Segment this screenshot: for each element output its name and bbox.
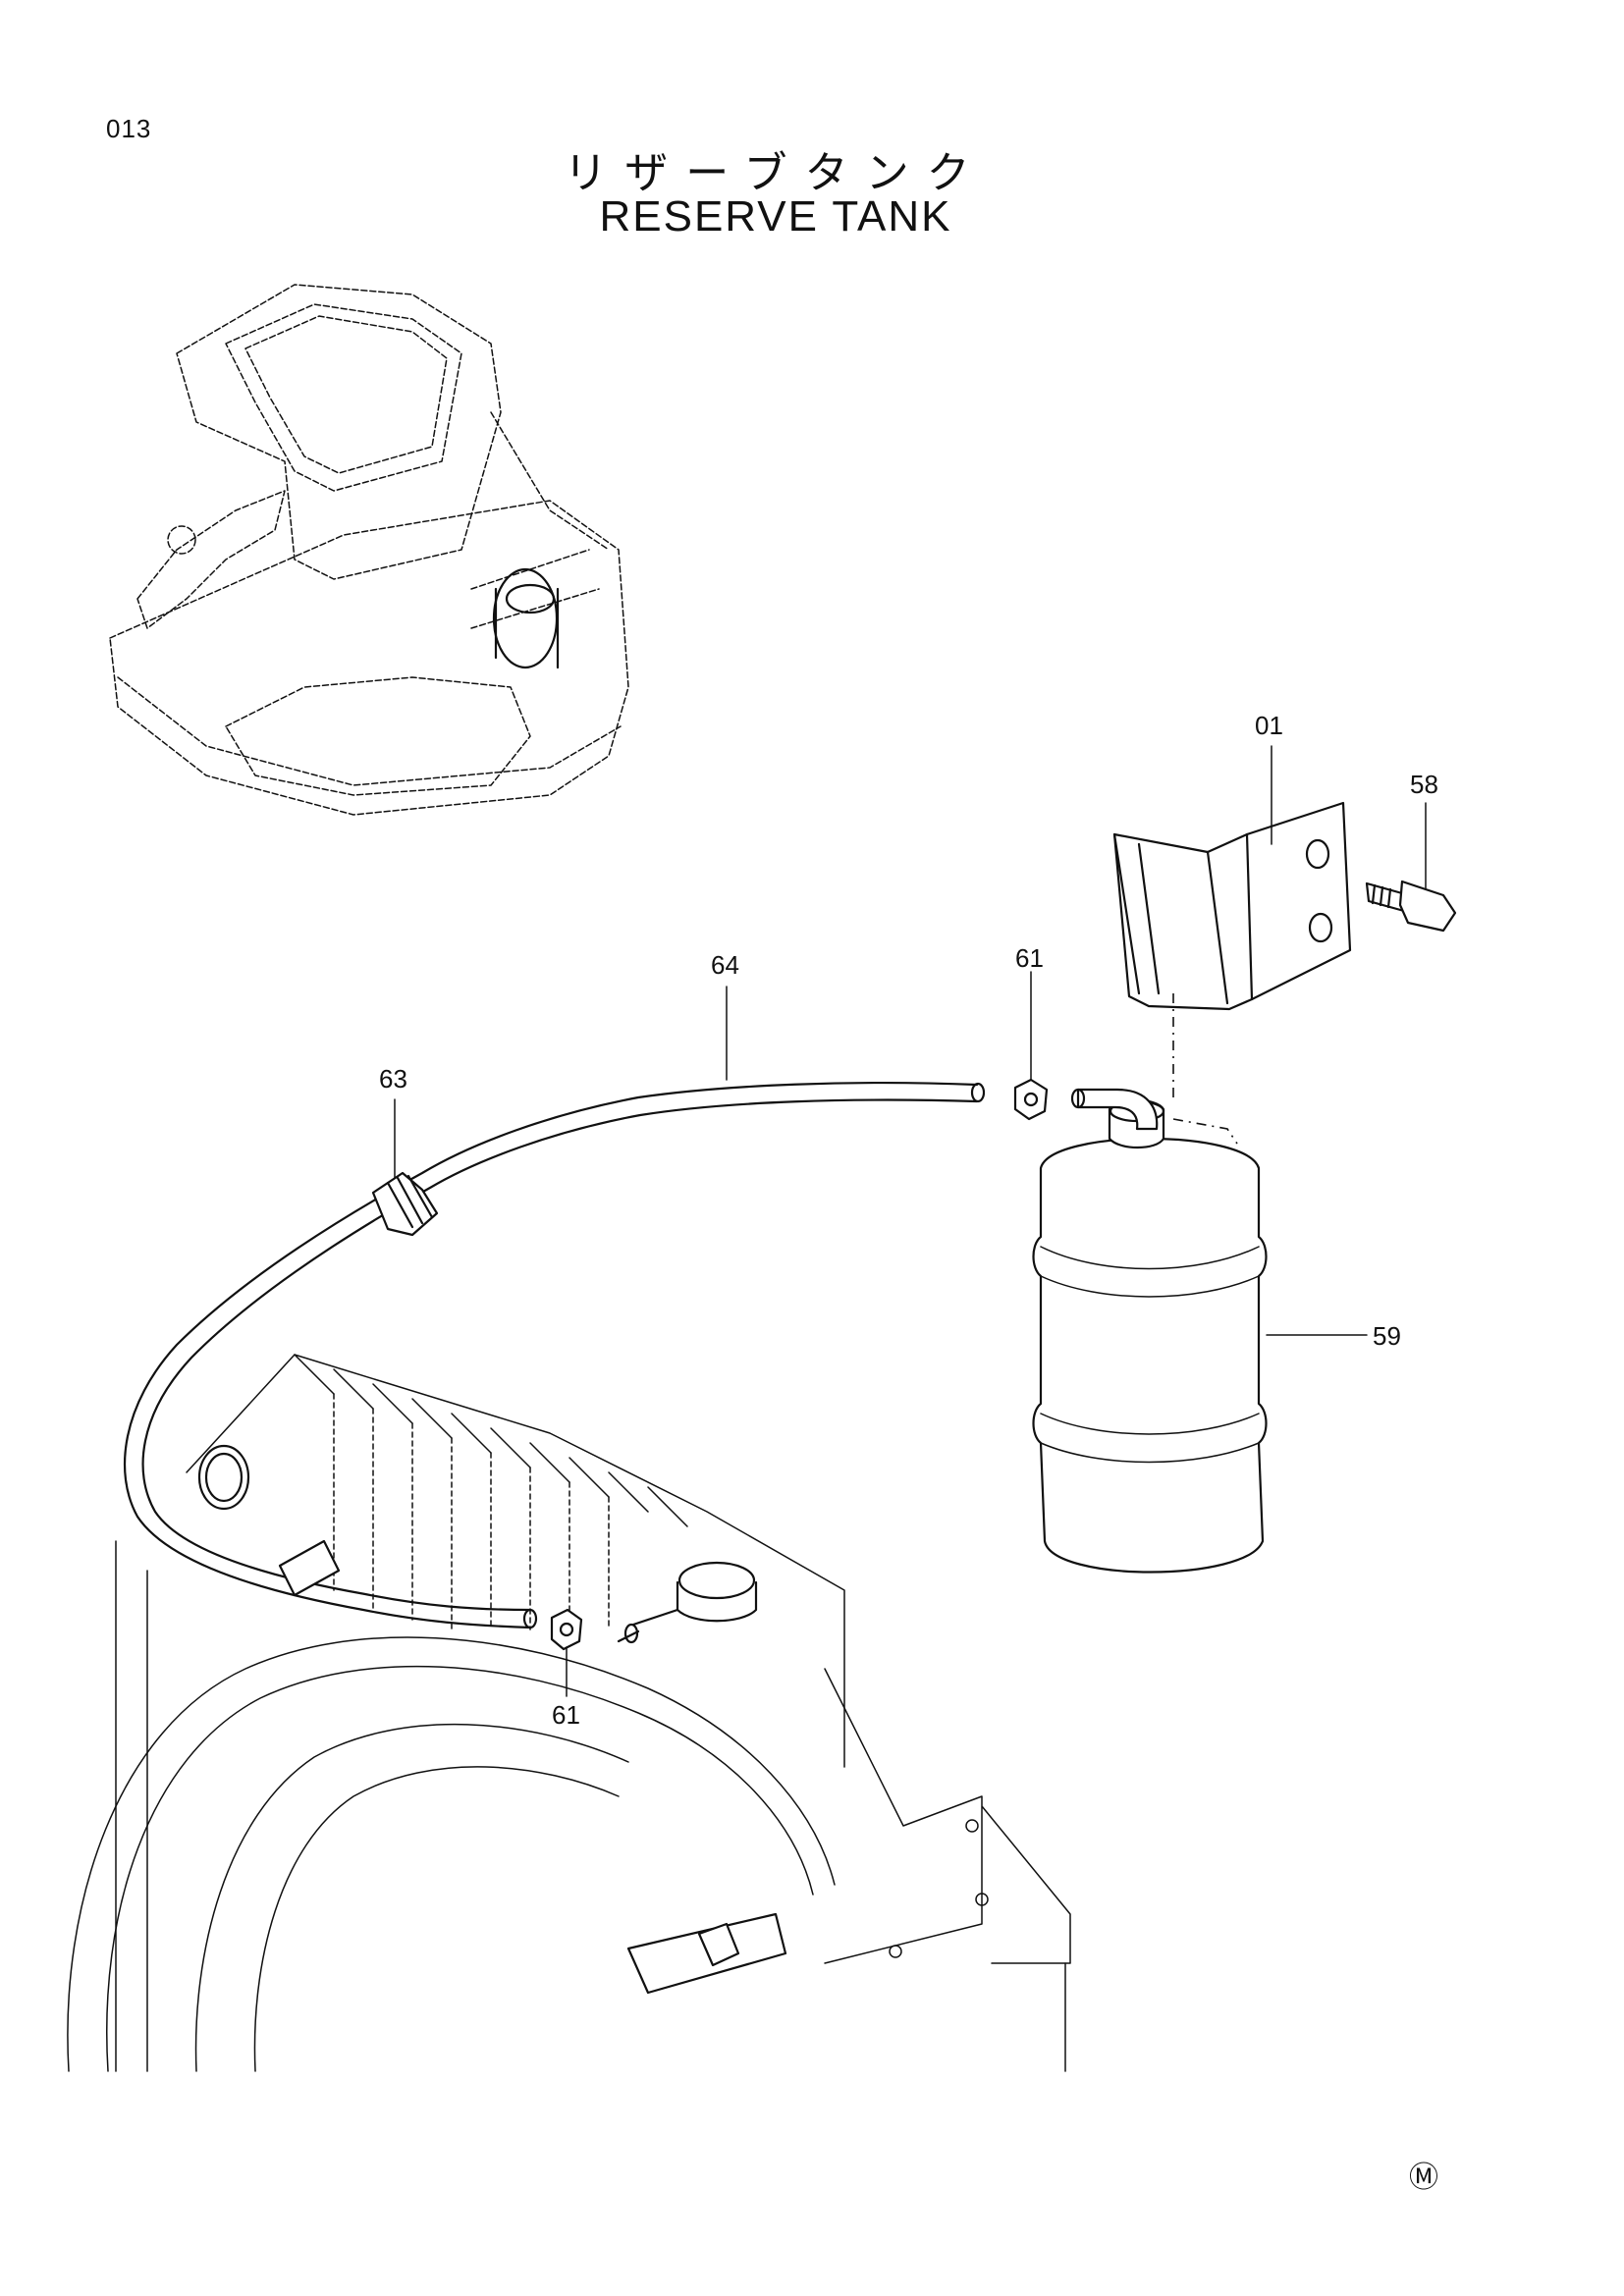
callout-bolt: 58 xyxy=(1410,770,1438,799)
clip-bottom-part xyxy=(550,1608,583,1651)
callout-tank: 59 xyxy=(1373,1321,1401,1351)
reserve-tank-part xyxy=(1032,1088,1268,1574)
callout-hose: 64 xyxy=(711,950,739,980)
machine-overview-sketch xyxy=(109,284,629,816)
clip-top-part xyxy=(1013,1078,1049,1121)
callout-clip-top: 61 xyxy=(1015,943,1044,973)
leader-lines xyxy=(394,745,1427,1697)
page-title-japanese: リザーブタンク xyxy=(564,148,988,198)
callout-bracket: 01 xyxy=(1255,711,1283,740)
page-title: RESERVE TANK xyxy=(599,192,952,240)
radiator-assembly xyxy=(67,1354,1071,2072)
bolt-part xyxy=(1365,880,1457,933)
callout-grommet: 63 xyxy=(379,1064,407,1094)
callout-clip-bottom: 61 xyxy=(552,1700,580,1730)
footer-mark: Ⓜ xyxy=(1409,2161,1438,2195)
bracket-part xyxy=(1112,801,1352,1011)
page-number: 013 xyxy=(106,114,152,143)
hose-part xyxy=(123,1081,986,1629)
grommet-part xyxy=(371,1171,439,1237)
